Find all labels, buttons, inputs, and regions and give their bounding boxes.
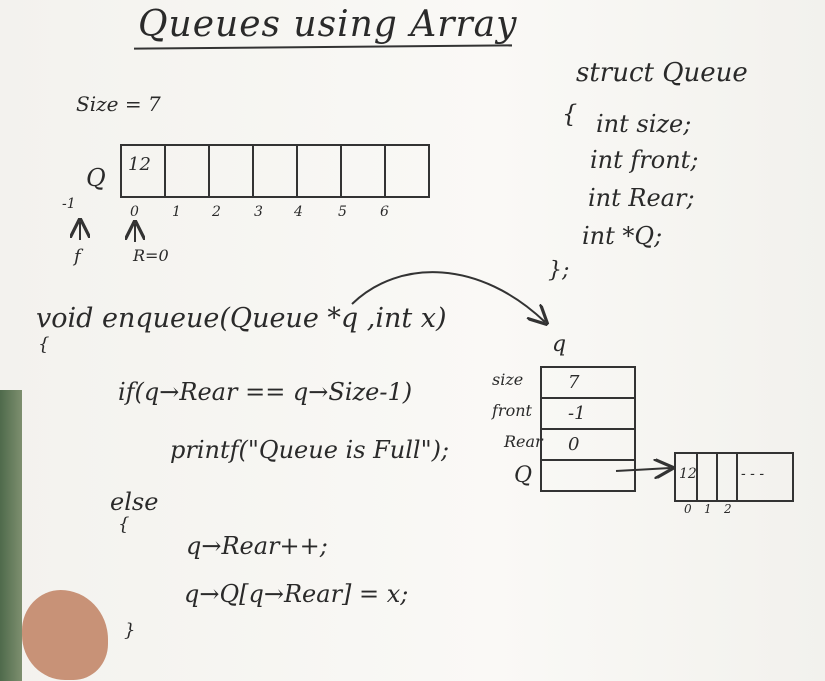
diagram-array-index: 0 [684,502,692,516]
diagram-array-cell: - - - [736,452,794,502]
presenter-arm [0,390,22,681]
struct-field: int *Q; [582,222,663,250]
if-line: if(q→Rear == q→Size-1) [118,378,413,406]
enqueue-signature: void enqueue(Queue *q ,int x) [36,303,447,334]
struct-field: int size; [596,110,692,138]
struct-field: int Rear; [588,184,695,212]
array-cell [384,144,430,198]
struct-header: struct Queue [576,58,748,88]
diagram-row-label: size [492,370,524,389]
struct-open-brace: { [562,100,578,128]
assign-line: q→Q[q→Rear] = x; [184,580,409,608]
presenter-hand [22,590,108,680]
function-open-brace: { [38,334,50,355]
rear-increment-line: q→Rear++; [186,532,328,560]
diagram-array-index: 1 [704,502,712,516]
array-index: 6 [380,204,389,220]
q-pointer-label: q [552,332,567,357]
array-index: 1 [172,204,181,220]
diagram-row-label: front [492,401,532,420]
q-pointer-arrow [615,468,670,471]
diagram-array-index: 2 [724,502,732,516]
array-index: 2 [212,204,221,220]
title: Queues using Array [138,4,518,45]
curve-arrow [351,271,545,322]
front-marker: f [74,246,81,267]
array-index: -1 [62,196,76,212]
else-open-brace: { [118,514,130,535]
struct-close-brace: }; [548,258,570,283]
else-close-brace: } [124,620,136,641]
array-index: 3 [254,204,263,220]
array-index: 0 [130,204,139,220]
else-line: else [110,488,159,516]
diagram-row-label: Q [514,463,533,488]
array-name: Q [86,164,106,192]
size-label: Size = 7 [76,92,161,116]
diagram-row-value [540,459,636,492]
diagram-row-label: Rear [504,432,543,451]
array-index: 4 [294,204,303,220]
array-index: 5 [338,204,347,220]
printf-line: printf("Queue is Full"); [170,436,450,464]
rear-marker: R=0 [133,246,169,265]
struct-field: int front; [590,146,699,174]
